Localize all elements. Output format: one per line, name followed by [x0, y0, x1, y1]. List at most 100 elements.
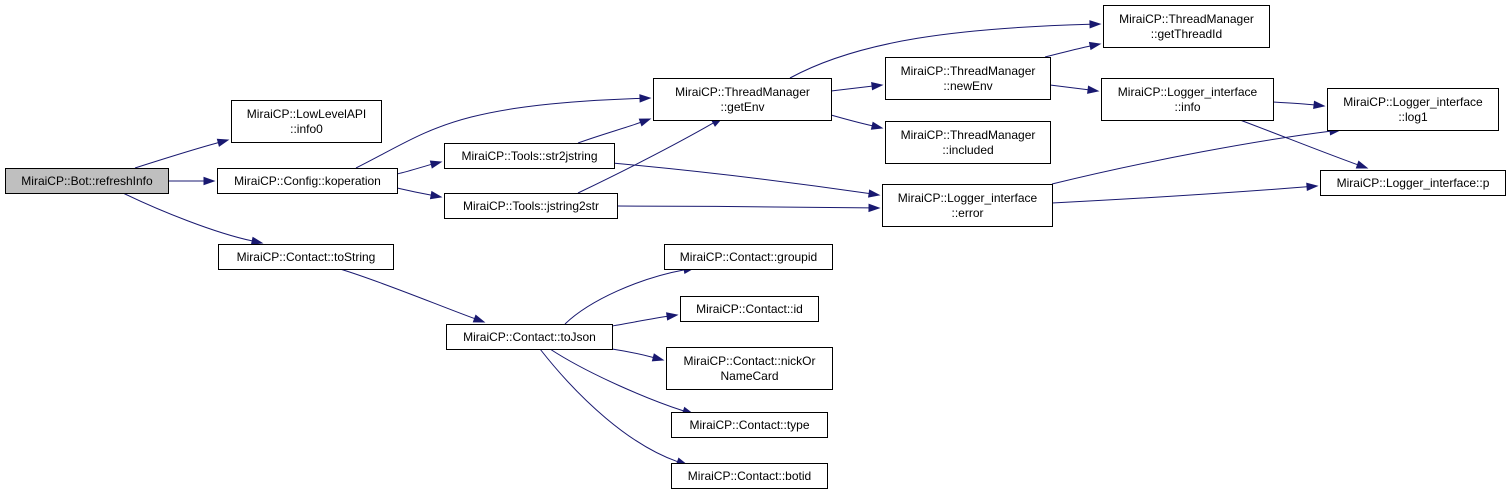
- arrowhead: [1089, 20, 1102, 29]
- edges-layer: [122, 20, 1369, 466]
- edge-line: [830, 114, 873, 127]
- node-label: MiraiCP::ThreadManager: [901, 64, 1036, 78]
- node-label: MiraiCP::ThreadManager: [1119, 12, 1254, 26]
- node-box: [671, 463, 828, 489]
- node-box: [5, 168, 169, 194]
- edge-root-to-toString: [122, 192, 264, 245]
- edge-line: [1051, 186, 1308, 204]
- arrowhead: [429, 190, 443, 200]
- node-label: MiraiCP::ThreadManager: [901, 128, 1036, 142]
- node-box: [1101, 78, 1274, 121]
- node-label: ::getEnv: [720, 100, 764, 114]
- node-box: [666, 347, 833, 390]
- node-label: MiraiCP::Contact::nickOr: [683, 354, 815, 368]
- arrowhead: [638, 118, 652, 127]
- node-jstring2str[interactable]: MiraiCP::Tools::jstring2str: [444, 193, 618, 219]
- node-toJson[interactable]: MiraiCP::Contact::toJson: [446, 324, 613, 350]
- node-cid[interactable]: MiraiCP::Contact::id: [680, 296, 819, 322]
- node-info0[interactable]: MiraiCP::LowLevelAPI::info0: [231, 100, 382, 143]
- node-koperation[interactable]: MiraiCP::Config::koperation: [217, 168, 398, 194]
- node-label: MiraiCP::Contact::id: [696, 302, 803, 316]
- arrowhead: [868, 189, 881, 198]
- node-box: [231, 100, 382, 143]
- edge-line: [1044, 45, 1091, 58]
- node-box: [653, 78, 832, 121]
- edge-toJson-to-botid: [539, 348, 689, 466]
- node-getEnv[interactable]: MiraiCP::ThreadManager::getEnv: [653, 78, 832, 121]
- edge-line: [396, 163, 432, 175]
- node-box: [217, 168, 398, 194]
- edge-getEnv-to-newEnv: [830, 82, 884, 92]
- edge-line: [1272, 101, 1315, 106]
- node-label: ::included: [942, 143, 993, 157]
- arrowhead: [250, 236, 264, 245]
- node-label: MiraiCP::ThreadManager: [675, 85, 810, 99]
- node-label: MiraiCP::Contact::type: [689, 418, 809, 432]
- node-str2jstring[interactable]: MiraiCP::Tools::str2jstring: [444, 143, 615, 169]
- edge-line: [830, 85, 873, 92]
- node-label: MiraiCP::LowLevelAPI: [247, 107, 366, 121]
- node-groupid[interactable]: MiraiCP::Contact::groupid: [664, 244, 833, 270]
- edge-line: [539, 348, 678, 463]
- arrowhead: [203, 176, 216, 186]
- node-getThreadId[interactable]: MiraiCP::ThreadManager::getThreadId: [1103, 5, 1270, 48]
- edge-line: [122, 192, 253, 242]
- node-box: [1327, 88, 1499, 131]
- arrowhead: [1087, 85, 1100, 94]
- node-log1[interactable]: MiraiCP::Logger_interface::log1: [1327, 88, 1499, 131]
- node-toString[interactable]: MiraiCP::Contact::toString: [218, 244, 394, 270]
- node-label: ::newEnv: [943, 79, 992, 93]
- node-included[interactable]: MiraiCP::ThreadManager::included: [885, 121, 1051, 164]
- node-label: MiraiCP::Config::koperation: [234, 174, 381, 188]
- node-box: [218, 244, 394, 270]
- arrowhead: [868, 203, 881, 213]
- node-label: ::error: [951, 206, 983, 220]
- arrowhead: [1355, 160, 1369, 169]
- node-label: ::info: [1174, 100, 1200, 114]
- arrowhead: [429, 160, 443, 169]
- edge-getEnv-to-included: [830, 114, 884, 130]
- node-loggerInfo[interactable]: MiraiCP::Logger_interface::info: [1101, 78, 1274, 121]
- node-box: [444, 143, 615, 169]
- edge-str2jstring-to-loggerError: [611, 162, 881, 198]
- arrowhead: [871, 82, 884, 91]
- node-box: [885, 57, 1051, 100]
- node-label: MiraiCP::Contact::groupid: [680, 250, 817, 264]
- node-label: MiraiCP::Bot::refreshInfo: [21, 174, 153, 188]
- node-root[interactable]: MiraiCP::Bot::refreshInfo: [5, 168, 169, 194]
- node-label: MiraiCP::Tools::jstring2str: [463, 199, 599, 213]
- node-box: [664, 244, 833, 270]
- node-botid[interactable]: MiraiCP::Contact::botid: [671, 463, 828, 489]
- node-box: [671, 412, 828, 438]
- edge-koperation-to-jstring2str: [396, 187, 443, 200]
- node-ctype[interactable]: MiraiCP::Contact::type: [671, 412, 828, 438]
- edge-jstring2str-to-loggerError: [616, 203, 881, 213]
- arrowhead: [870, 121, 884, 130]
- node-label: MiraiCP::Logger_interface: [898, 191, 1038, 205]
- edge-koperation-to-getEnv: [355, 94, 652, 169]
- node-label: MiraiCP::Logger_interface: [1118, 85, 1258, 99]
- node-loggerError[interactable]: MiraiCP::Logger_interface::error: [882, 184, 1053, 227]
- edge-toJson-to-nick: [611, 348, 665, 362]
- node-box: [1320, 170, 1506, 196]
- nodes-layer: MiraiCP::Bot::refreshInfo MiraiCP::LowLev…: [5, 5, 1506, 489]
- edge-root-to-koperation: [167, 176, 216, 186]
- node-loggerP[interactable]: MiraiCP::Logger_interface::p: [1320, 170, 1506, 196]
- edge-line: [789, 23, 1091, 79]
- edge-line: [339, 268, 475, 320]
- arrowhead: [1313, 100, 1326, 110]
- node-box: [680, 296, 819, 322]
- edge-line: [611, 315, 668, 327]
- node-box: [885, 121, 1051, 164]
- arrowhead: [1306, 182, 1319, 192]
- arrowhead: [639, 94, 652, 103]
- node-box: [882, 184, 1053, 227]
- node-label: NameCard: [720, 369, 778, 383]
- arrowhead: [216, 138, 230, 147]
- edge-line: [134, 142, 219, 169]
- edge-line: [564, 269, 685, 325]
- node-newEnv[interactable]: MiraiCP::ThreadManager::newEnv: [885, 57, 1051, 100]
- node-box: [446, 324, 613, 350]
